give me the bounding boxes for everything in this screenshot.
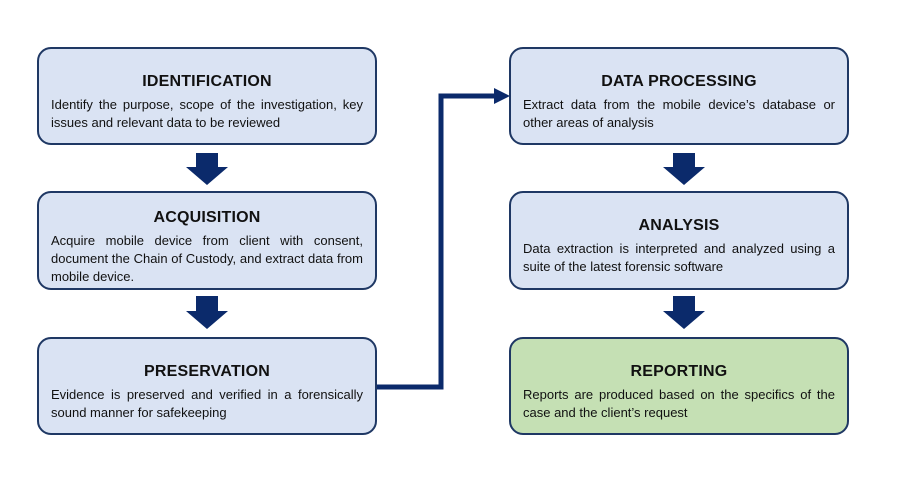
down-arrow-acquisition-to-preservation: [186, 296, 228, 329]
step-reporting: REPORTING Reports are produced based on …: [509, 337, 849, 435]
down-arrow-identification-to-acquisition: [186, 153, 228, 185]
step-title: IDENTIFICATION: [142, 73, 272, 90]
step-title: REPORTING: [630, 363, 728, 380]
step-description: Identify the purpose, scope of the inves…: [51, 97, 363, 130]
step-description: Extract data from the mobile device’s da…: [523, 97, 835, 130]
step-identification: IDENTIFICATION Identify the purpose, sco…: [37, 47, 377, 145]
step-acquisition: ACQUISITION Acquire mobile device from c…: [37, 191, 377, 290]
step-title: DATA PROCESSING: [601, 73, 757, 90]
step-title: ANALYSIS: [638, 217, 720, 234]
step-analysis: ANALYSIS Data extraction is interpreted …: [509, 191, 849, 290]
step-preservation: PRESERVATION Evidence is preserved and v…: [37, 337, 377, 435]
step-title: ACQUISITION: [153, 209, 261, 226]
step-description: Acquire mobile device from client with c…: [51, 233, 363, 284]
down-arrow-processing-to-analysis: [663, 153, 705, 185]
down-arrow-analysis-to-reporting: [663, 296, 705, 329]
step-description: Reports are produced based on the specif…: [523, 387, 835, 420]
step-description: Evidence is preserved and verified in a …: [51, 387, 363, 420]
step-data-processing: DATA PROCESSING Extract data from the mo…: [509, 47, 849, 145]
step-description: Data extraction is interpreted and analy…: [523, 241, 835, 274]
connector-preservation-to-data-processing: [376, 93, 496, 390]
connector-arrowhead: [494, 88, 510, 104]
step-title: PRESERVATION: [144, 363, 270, 380]
